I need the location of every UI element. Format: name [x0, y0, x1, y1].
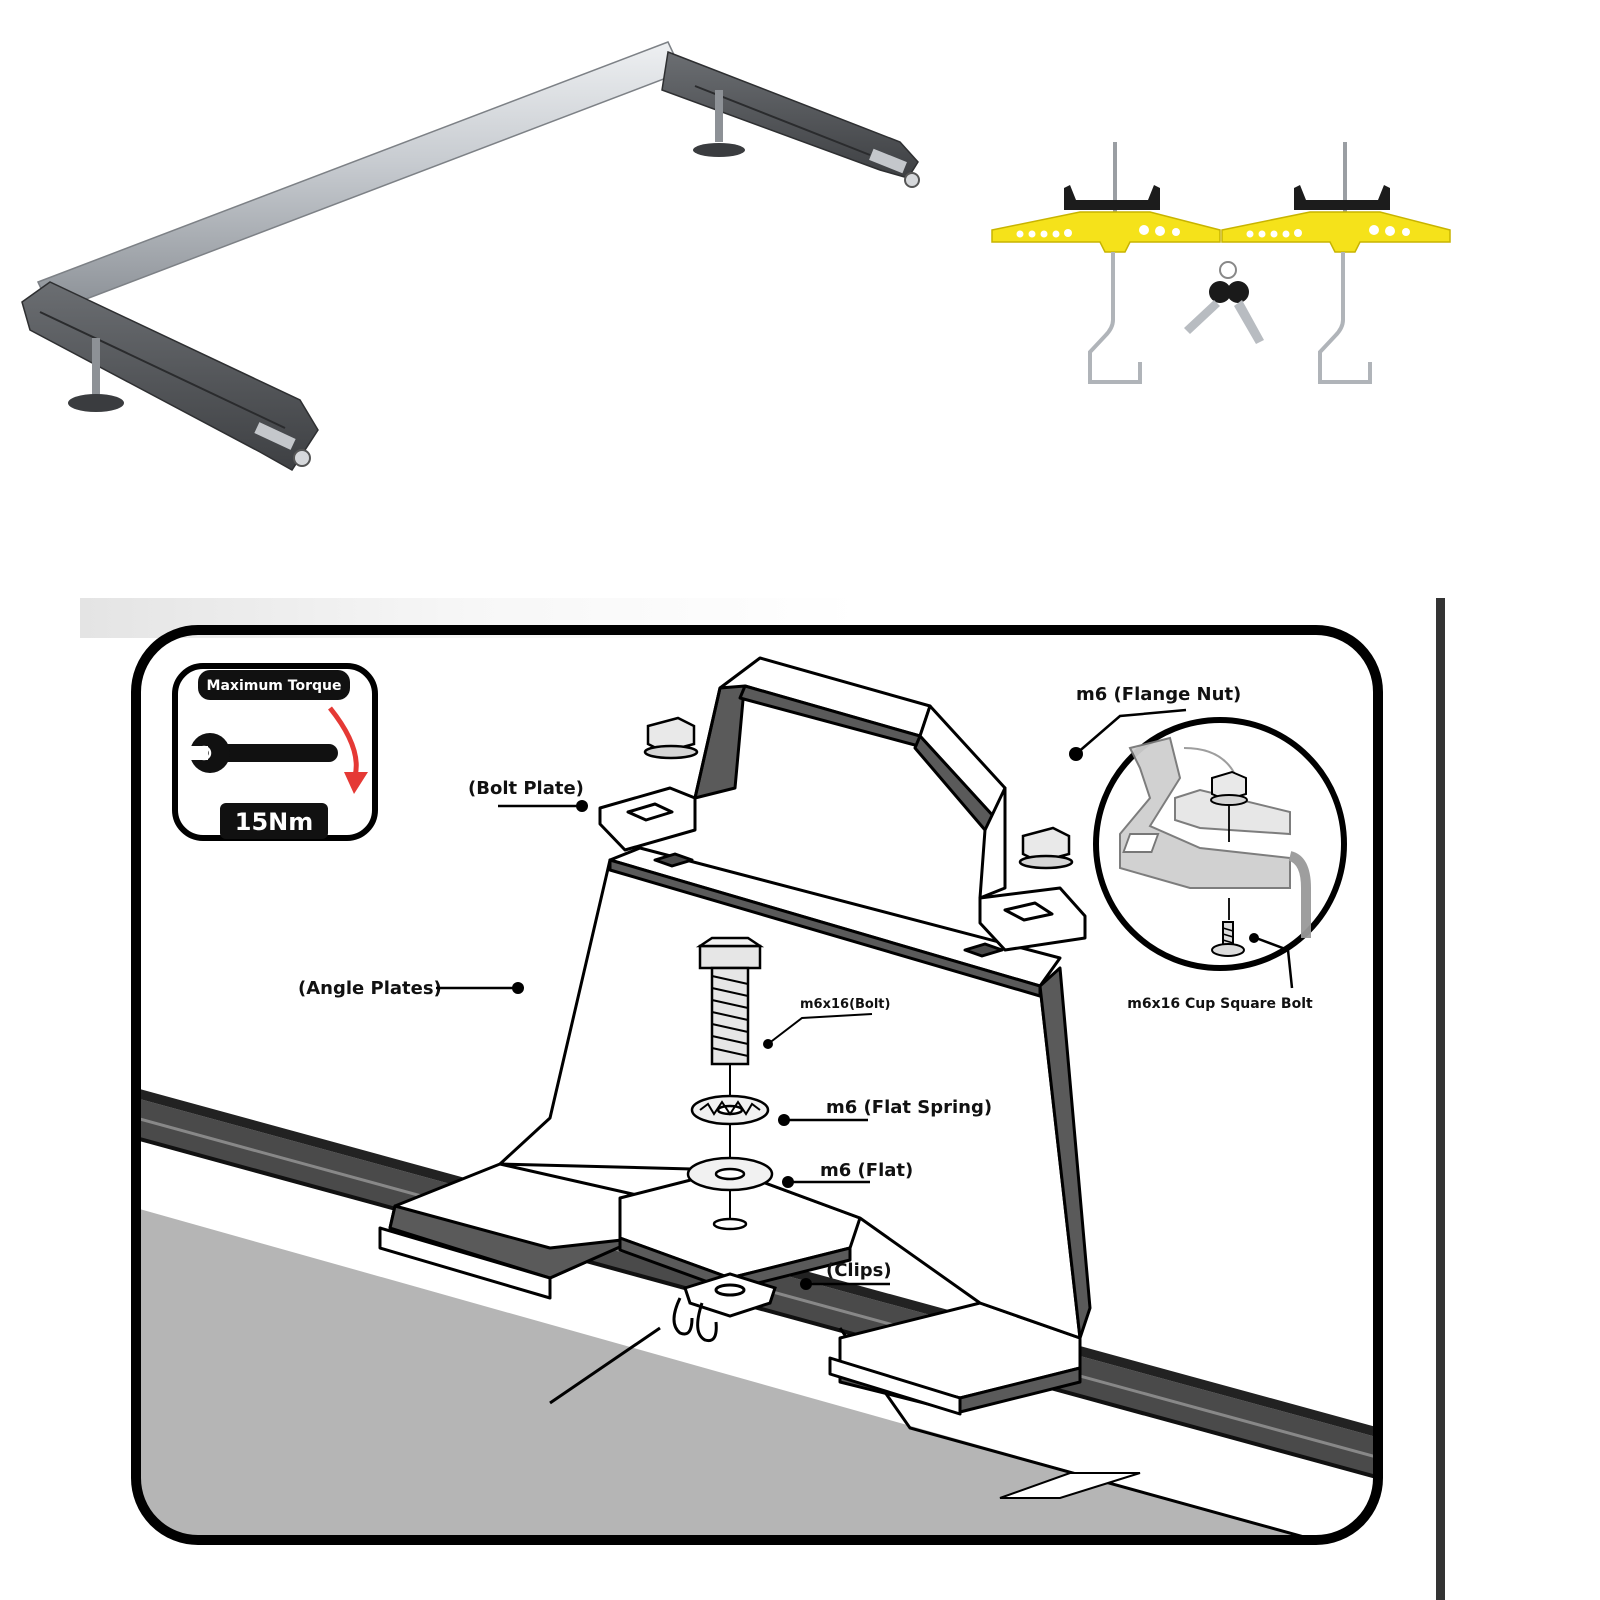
callout-angle-plates: (Angle Plates)	[298, 978, 524, 999]
spring-washer	[690, 1094, 770, 1126]
label-clips: (Clips)	[826, 1260, 892, 1281]
label-flange-nut: m6 (Flange Nut)	[1076, 684, 1241, 705]
torque-value: 15Nm	[235, 808, 314, 836]
callout-clips: (Clips)	[800, 1260, 892, 1290]
cup-square-bolt	[1211, 921, 1245, 957]
flange-nut-left	[643, 716, 699, 760]
torque-title: Maximum Torque	[207, 678, 342, 694]
label-bolt: m6x16(Bolt)	[800, 997, 890, 1012]
bolt-plate	[598, 656, 1087, 952]
callout-cup-square-bolt: m6x16 Cup Square Bolt	[1127, 933, 1313, 1012]
callout-bolt: m6x16(Bolt)	[763, 997, 890, 1049]
roof-bar-photo	[21, 41, 920, 471]
keys-icon	[1184, 261, 1264, 344]
clip	[672, 1272, 777, 1343]
label-angle-plates: (Angle Plates)	[298, 978, 442, 999]
label-flat-spring: m6 (Flat Spring)	[826, 1097, 992, 1118]
wrench-icon	[190, 733, 338, 773]
detail-inset	[1093, 717, 1347, 971]
left-mounting-arm	[21, 281, 319, 471]
callout-flat: m6 (Flat)	[782, 1160, 913, 1188]
page-divider	[1436, 598, 1445, 1600]
right-mounting-arm	[661, 50, 920, 188]
label-bolt-plate: (Bolt Plate)	[468, 778, 584, 799]
ladder-hook-right	[1221, 142, 1451, 384]
ladder-hook-left	[991, 142, 1221, 384]
installation-diagram: Maximum Torque 15Nm (Bolt Plate) (Angle …	[80, 598, 1445, 1600]
label-cup-square-bolt: m6x16 Cup Square Bolt	[1127, 996, 1313, 1012]
label-flat: m6 (Flat)	[820, 1160, 913, 1181]
callout-flange-nut: m6 (Flange Nut)	[1069, 684, 1241, 761]
callout-bolt-plate: (Bolt Plate)	[468, 778, 588, 812]
hex-bolt	[695, 936, 765, 1098]
flange-nut-right	[1018, 826, 1074, 870]
callout-flat-spring: m6 (Flat Spring)	[778, 1097, 992, 1126]
ladder-hooks-photo	[991, 142, 1451, 384]
curved-arrow-icon	[328, 706, 368, 794]
torque-badge: Maximum Torque 15Nm	[172, 663, 378, 841]
silver-cross-tube	[36, 41, 684, 313]
flat-washer	[686, 1156, 774, 1192]
diagram-frame	[131, 625, 1383, 1545]
